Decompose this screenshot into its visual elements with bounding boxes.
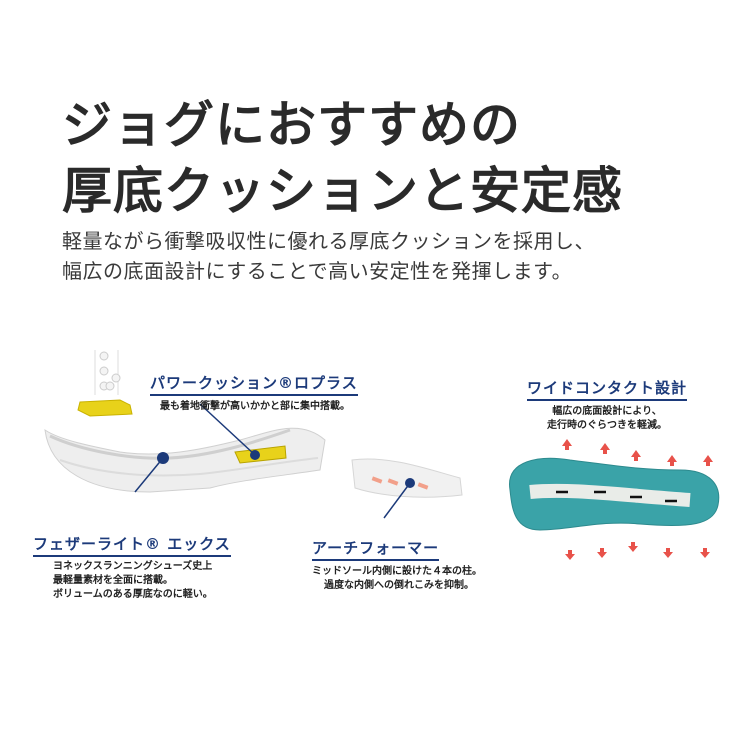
feature-desc-line1: ヨネックスランニングシューズ史上 bbox=[53, 561, 213, 572]
feature-desc-line1: 幅広の底面設計により、 bbox=[552, 406, 662, 417]
cushion-pad-icon bbox=[77, 399, 133, 417]
arrow-down-icon bbox=[565, 542, 710, 560]
feature-desc-line2: 過度な内側への倒れこみを抑制。 bbox=[324, 580, 474, 591]
headline-line2: 厚底クッションと安定感 bbox=[62, 162, 623, 220]
intro-line2: 幅広の底面設計にすることで高い安定性を発揮します。 bbox=[62, 259, 573, 283]
feature-featherlite: フェザーライト® エックス ヨネックスランニングシューズ史上 最軽量素材を全面に… bbox=[33, 533, 231, 602]
arrow-up-icon bbox=[562, 439, 713, 466]
outsole-illustration bbox=[509, 457, 720, 531]
feature-title: パワークッション®ロプラス bbox=[150, 372, 358, 396]
feature-desc-line1: ミッドソール内側に設けた４本の柱。 bbox=[312, 566, 482, 577]
feature-title: フェザーライト® エックス bbox=[33, 533, 231, 557]
feature-desc-line2: 走行時のぐらつきを軽減。 bbox=[547, 420, 667, 431]
feature-title: ワイドコンタクト設計 bbox=[527, 377, 688, 401]
feature-desc-line2: 最軽量素材を全面に搭載。 bbox=[53, 575, 173, 586]
feature-arch-former: アーチフォーマー ミッドソール内側に設けた４本の柱。 過度な内側への倒れこみを抑… bbox=[312, 537, 482, 593]
intro-text: 軽量ながら衝撃吸収性に優れる厚底クッションを採用し、 幅広の底面設計にすることで… bbox=[62, 226, 595, 286]
intro-line1: 軽量ながら衝撃吸収性に優れる厚底クッションを採用し、 bbox=[62, 229, 595, 253]
ball-drop-diagram-icon bbox=[94, 350, 121, 395]
feature-wide-contact: ワイドコンタクト設計 幅広の底面設計により、 走行時のぐらつきを軽減。 bbox=[527, 377, 688, 433]
midsole-illustration bbox=[44, 427, 326, 493]
feature-power-cushion: パワークッション®ロプラス 最も着地衝撃が高いかかと部に集中搭載。 bbox=[150, 372, 358, 414]
headline-line1: ジョグにおすすめの bbox=[62, 96, 521, 154]
arch-former-illustration bbox=[351, 458, 463, 498]
feature-desc: 最も着地衝撃が高いかかと部に集中搭載。 bbox=[160, 401, 350, 412]
feature-title: アーチフォーマー bbox=[312, 537, 440, 561]
page-title: ジョグにおすすめの 厚底クッションと安定感 bbox=[62, 92, 623, 224]
feature-desc-line3: ボリュームのある厚底なのに軽い。 bbox=[53, 589, 213, 600]
